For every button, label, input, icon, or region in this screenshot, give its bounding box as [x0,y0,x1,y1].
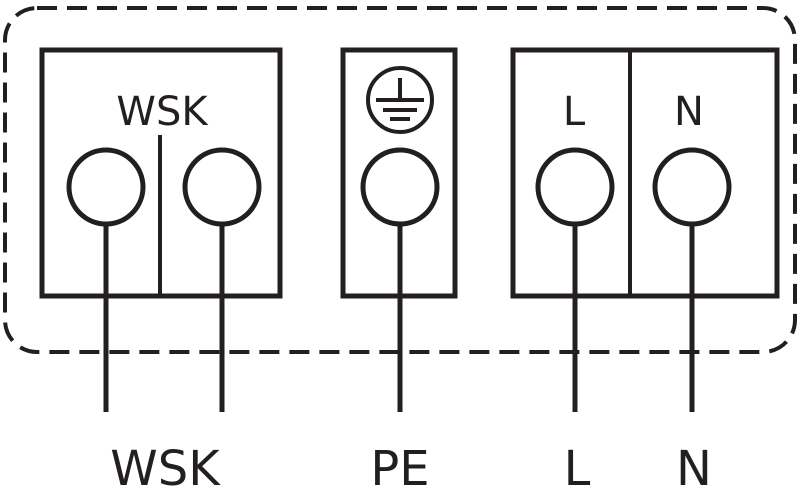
terminal-label-l: L [563,89,586,135]
enclosure-outline [3,6,797,354]
wires [103,224,695,412]
wsk-terminal-1 [66,147,146,227]
wire-label-n: N [676,441,712,497]
pe-terminal [360,147,440,227]
n-terminal [652,147,732,227]
protective-earth-icon [366,66,434,134]
wire-label-pe: PE [370,441,429,497]
wsk-terminal-2 [182,147,262,227]
l-terminal [535,147,615,227]
terminal-label-n: N [674,89,704,135]
wire-label-l: L [564,441,591,497]
terminal-label-wsk: WSK [116,89,209,135]
ln-terminal-block [510,47,780,299]
wire-label-wsk: WSK [110,441,221,497]
